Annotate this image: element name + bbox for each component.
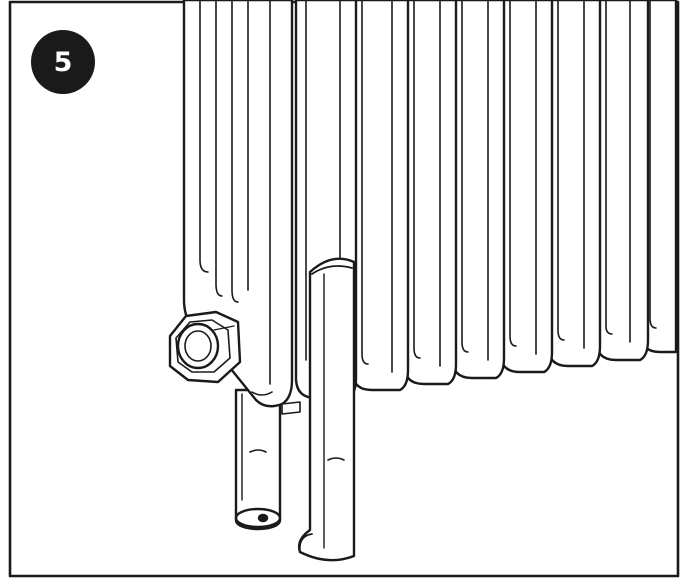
radiator-column (546, 0, 602, 368)
radiator-columns (182, 0, 678, 408)
radiator-column (350, 0, 410, 392)
valve-nut (168, 310, 242, 384)
radiator-column (450, 0, 506, 380)
radiator-column (402, 0, 458, 386)
left-pipe (234, 388, 282, 531)
radiator-column (594, 0, 650, 362)
pipe-cover (297, 257, 356, 562)
step-number: 5 (53, 46, 73, 78)
step-number-badge: 5 (31, 30, 95, 94)
radiator-column (498, 0, 554, 374)
floor-strip (281, 401, 301, 415)
